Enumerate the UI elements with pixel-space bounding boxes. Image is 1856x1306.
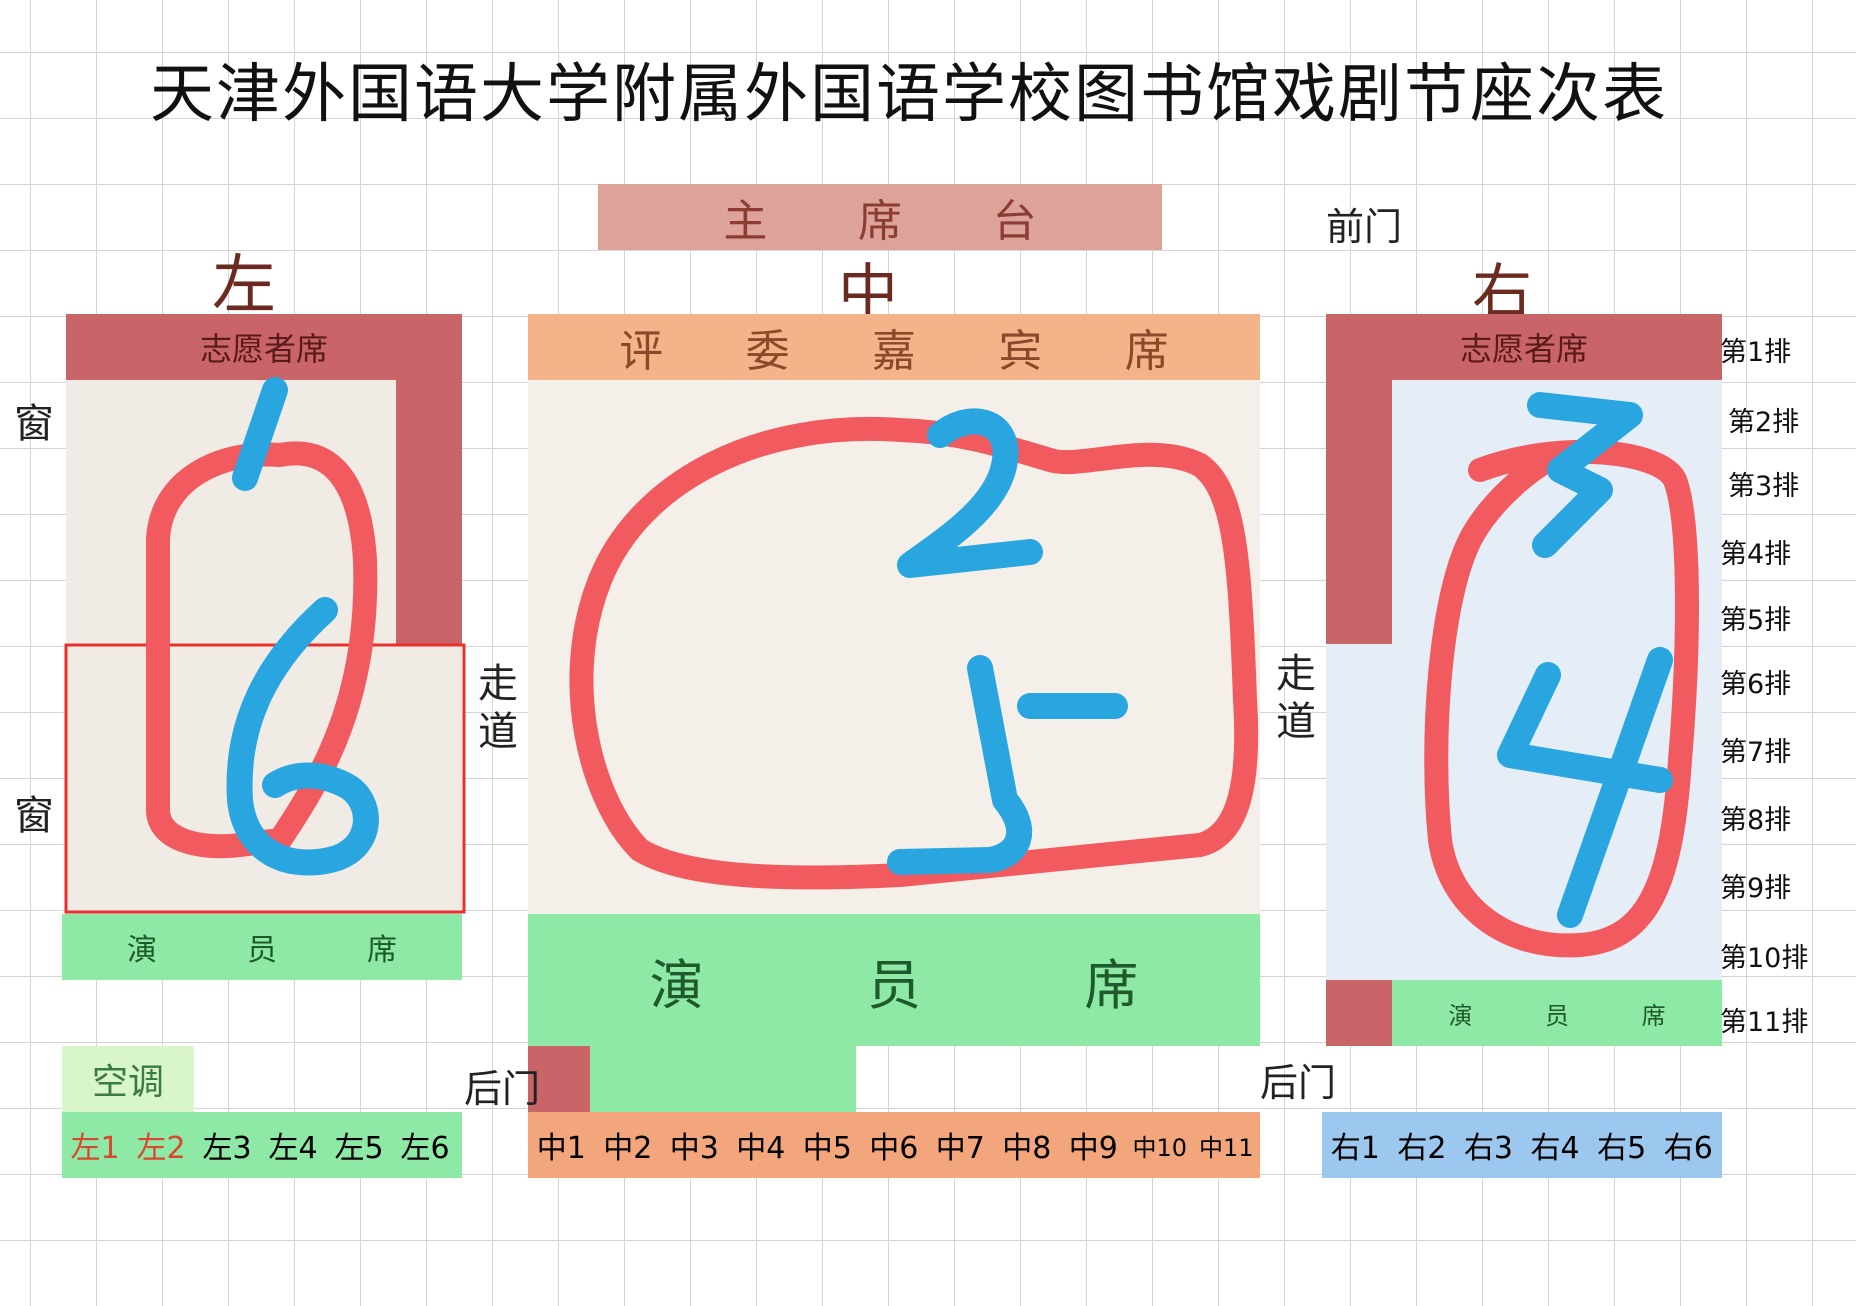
seat-center-4: 中4 bbox=[736, 1131, 786, 1166]
seat-center-6: 中6 bbox=[869, 1131, 919, 1166]
row-label-4: 第4排 bbox=[1720, 539, 1792, 570]
window-label-bottom: 窗 bbox=[14, 793, 54, 839]
seat-center-7: 中7 bbox=[935, 1131, 985, 1166]
judges-bar: 评 委 嘉 宾 席 bbox=[528, 314, 1260, 380]
right-volunteer-back-cell bbox=[1326, 980, 1392, 1046]
center-seat-labels: 中1 中2 中3 中4 中5 中6 中7 中8 中9 中10 中11 bbox=[528, 1112, 1260, 1178]
center-performer-bar: 演 员 席 bbox=[528, 914, 1260, 1046]
left-volunteer-bar: 志愿者席 bbox=[66, 314, 462, 380]
judges-char: 嘉 bbox=[871, 326, 916, 377]
seat-center-10: 中10 bbox=[1132, 1133, 1188, 1162]
performer-char: 员 bbox=[1544, 1001, 1569, 1030]
center-group-loop bbox=[569, 417, 1259, 890]
seat-center-11: 中11 bbox=[1198, 1133, 1254, 1162]
stage-char: 席 bbox=[857, 196, 902, 247]
annotation-one-left bbox=[232, 377, 288, 491]
annotation-three bbox=[1527, 392, 1643, 558]
back-door-right-label: 后门 bbox=[1260, 1061, 1337, 1105]
seat-left-6: 左6 bbox=[400, 1131, 450, 1166]
performer-char: 演 bbox=[649, 953, 704, 1017]
performer-char: 席 bbox=[1084, 953, 1139, 1017]
back-door-left-label: 后门 bbox=[464, 1067, 541, 1111]
right-seat-labels: 右1 右2 右3 右4 右5 右6 bbox=[1322, 1112, 1722, 1178]
center-back-performer-cells bbox=[590, 1046, 856, 1112]
aisle-label-left: 走 道 bbox=[474, 660, 522, 756]
aisle-char: 走 bbox=[478, 661, 518, 707]
seat-right-1: 右1 bbox=[1330, 1131, 1380, 1166]
seat-right-2: 右2 bbox=[1397, 1131, 1447, 1166]
aisle-char: 走 bbox=[1276, 651, 1316, 697]
judges-char: 席 bbox=[1124, 326, 1169, 377]
seat-right-3: 右3 bbox=[1463, 1131, 1514, 1166]
annotation-five bbox=[887, 655, 1128, 875]
row-label-6: 第6排 bbox=[1720, 669, 1792, 700]
right-group-loop bbox=[1424, 439, 1699, 958]
seat-left-2: 左2 bbox=[136, 1131, 186, 1166]
seat-center-5: 中5 bbox=[802, 1131, 852, 1166]
annotation-four bbox=[1497, 647, 1673, 928]
page-title: 天津外国语大学附属外国语学校图书馆戏剧节座次表 bbox=[150, 58, 1668, 132]
seat-center-8: 中8 bbox=[1002, 1131, 1052, 1166]
seat-left-4: 左4 bbox=[268, 1131, 318, 1166]
center-seating-area bbox=[528, 380, 1260, 914]
performer-char: 席 bbox=[1641, 1001, 1666, 1030]
performer-char: 席 bbox=[367, 933, 397, 968]
row-label-2: 第2排 bbox=[1728, 407, 1800, 438]
seat-center-2: 中2 bbox=[603, 1131, 653, 1166]
highlight-box bbox=[64, 643, 466, 914]
seat-left-1: 左1 bbox=[70, 1131, 120, 1166]
row-label-8: 第8排 bbox=[1720, 805, 1792, 836]
seat-left-5: 左5 bbox=[334, 1131, 384, 1166]
row-label-7: 第7排 bbox=[1720, 737, 1792, 768]
stage-char: 主 bbox=[723, 196, 768, 247]
annotation-six bbox=[226, 597, 379, 876]
volunteer-label: 志愿者席 bbox=[199, 330, 328, 368]
judges-char: 宾 bbox=[998, 326, 1043, 377]
front-door-label: 前门 bbox=[1326, 205, 1403, 249]
seat-right-5: 右5 bbox=[1597, 1131, 1647, 1166]
left-group-loop bbox=[146, 441, 378, 859]
seat-left-3: 左3 bbox=[202, 1131, 252, 1166]
left-performer-bar: 演 员 席 bbox=[62, 914, 462, 980]
window-label-top: 窗 bbox=[14, 401, 54, 447]
performer-char: 演 bbox=[127, 933, 157, 968]
aisle-char: 道 bbox=[1276, 699, 1316, 745]
seat-center-1: 中1 bbox=[536, 1131, 586, 1166]
seat-center-3: 中3 bbox=[669, 1131, 719, 1166]
row-label-5: 第5排 bbox=[1720, 605, 1792, 636]
right-volunteer-bar: 志愿者席 bbox=[1326, 314, 1722, 380]
row-label-11: 第11排 bbox=[1720, 1007, 1809, 1038]
row-label-3: 第3排 bbox=[1728, 471, 1800, 502]
row-label-1: 第1排 bbox=[1720, 337, 1792, 368]
seat-right-6: 右6 bbox=[1663, 1131, 1713, 1166]
seat-center-9: 中9 bbox=[1068, 1131, 1118, 1166]
section-label-left: 左 bbox=[212, 249, 276, 323]
judges-char: 委 bbox=[745, 326, 790, 377]
annotation-two bbox=[897, 408, 1043, 578]
performer-char: 演 bbox=[1448, 1001, 1473, 1030]
stage-block: 主 席 台 bbox=[598, 184, 1162, 250]
left-volunteer-column bbox=[396, 380, 462, 644]
volunteer-label: 志愿者席 bbox=[1459, 330, 1588, 368]
aircon-label: 空调 bbox=[91, 1062, 164, 1103]
row-label-10: 第10排 bbox=[1720, 943, 1809, 974]
performer-char: 员 bbox=[247, 933, 277, 968]
performer-char: 员 bbox=[866, 953, 921, 1017]
stage-char: 台 bbox=[992, 196, 1037, 247]
center-back-volunteer-cell bbox=[528, 1046, 590, 1112]
aircon-block: 空调 bbox=[62, 1046, 194, 1112]
right-performer-bar: 演 员 席 bbox=[1392, 980, 1722, 1046]
right-volunteer-column bbox=[1326, 380, 1392, 644]
aisle-char: 道 bbox=[478, 709, 518, 755]
aisle-label-right: 走 道 bbox=[1272, 650, 1320, 746]
row-label-9: 第9排 bbox=[1720, 873, 1792, 904]
judges-char: 评 bbox=[619, 326, 664, 377]
left-seat-labels: 左1 左2 左3 左4 左5 左6 bbox=[62, 1112, 462, 1178]
seat-right-4: 右4 bbox=[1530, 1131, 1580, 1166]
